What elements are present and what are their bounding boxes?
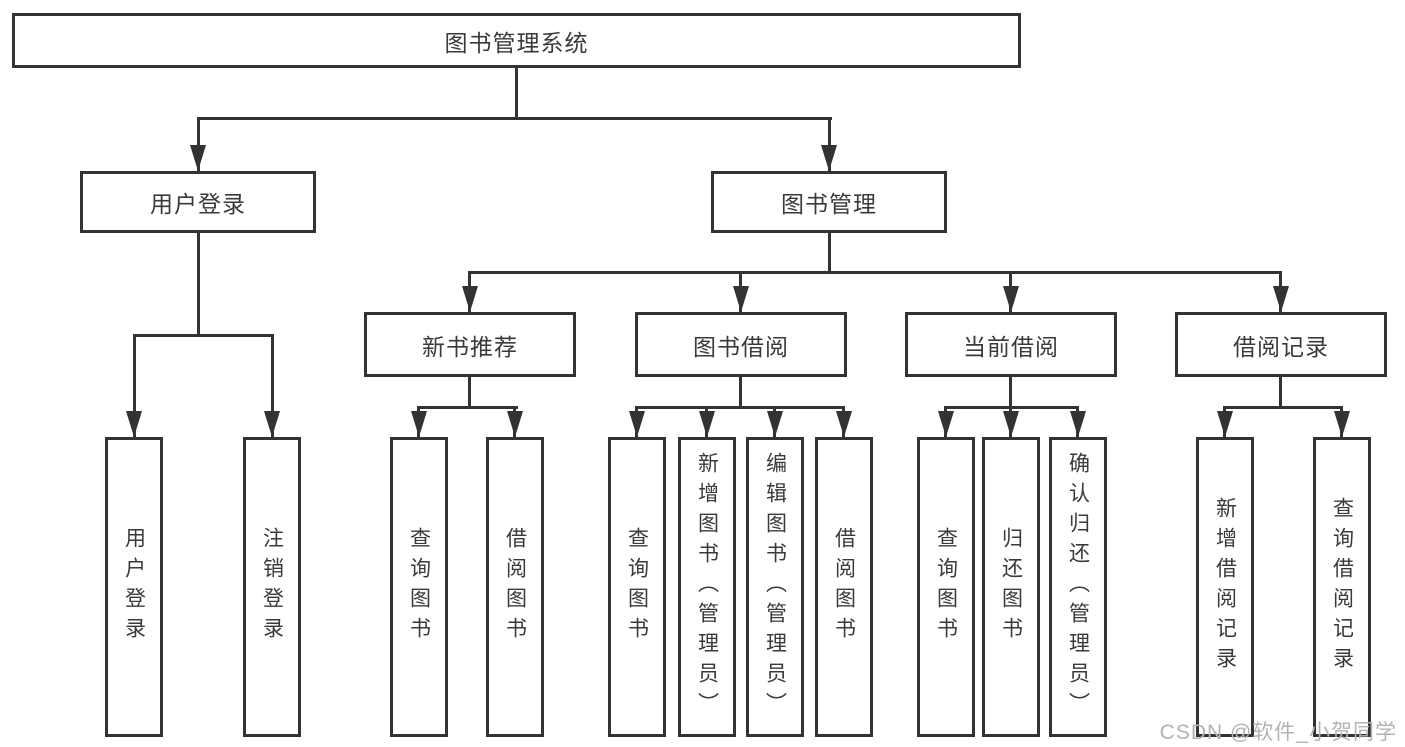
arrow-down-icon — [1217, 411, 1233, 437]
node-add-borrow-record: 新增借阅记录 — [1196, 437, 1254, 737]
connector-line — [828, 233, 831, 274]
node-new-book-recommend: 新书推荐 — [364, 312, 576, 377]
node-book-management: 图书管理 — [711, 171, 947, 233]
arrow-down-icon — [699, 411, 715, 437]
arrow-down-icon — [629, 411, 645, 437]
arrow-down-icon — [1070, 411, 1086, 437]
leaf-label: 借阅图书 — [832, 527, 856, 647]
connector-line — [828, 117, 831, 171]
connector-line — [635, 406, 845, 409]
connector-line — [1009, 377, 1012, 409]
connector-line — [133, 334, 274, 337]
node-query-books-newrec: 查询图书 — [390, 437, 448, 737]
node-borrow-records: 借阅记录 — [1175, 312, 1387, 377]
arrow-down-icon — [190, 145, 206, 171]
node-add-books-admin: 新增图书（管理员） — [678, 437, 736, 737]
connector-line — [1223, 406, 1343, 409]
leaf-label: 新增借阅记录 — [1213, 497, 1237, 677]
node-book-borrowing: 图书借阅 — [635, 312, 847, 377]
node-borrow-books-newrec: 借阅图书 — [486, 437, 544, 737]
leaf-label: 查询图书 — [407, 527, 431, 647]
leaf-label: 查询借阅记录 — [1330, 497, 1354, 677]
node-edit-books-admin: 编辑图书（管理员） — [746, 437, 804, 737]
connector-line — [197, 233, 200, 337]
arrow-down-icon — [264, 411, 280, 437]
connector-line — [739, 377, 742, 409]
arrow-down-icon — [1003, 286, 1019, 312]
leaf-label: 借阅图书 — [503, 527, 527, 647]
leaf-label: 注销登录 — [260, 527, 284, 647]
arrow-down-icon — [1003, 411, 1019, 437]
connector-line — [1279, 377, 1282, 409]
connector-line — [468, 271, 1282, 274]
leaf-label: 新增图书（管理员） — [695, 452, 719, 722]
arrow-down-icon — [821, 145, 837, 171]
connector-line — [468, 377, 471, 409]
node-return-books: 归还图书 — [982, 437, 1040, 737]
arrow-down-icon — [938, 411, 954, 437]
connector-line — [197, 117, 832, 120]
arrow-down-icon — [411, 411, 427, 437]
node-confirm-return-admin: 确认归还（管理员） — [1049, 437, 1107, 737]
leaf-label: 查询图书 — [934, 527, 958, 647]
arrow-down-icon — [507, 411, 523, 437]
arrow-down-icon — [1273, 286, 1289, 312]
connector-line — [417, 406, 518, 409]
arrow-down-icon — [767, 411, 783, 437]
node-user-login-leaf: 用户登录 — [105, 437, 163, 737]
connector-line — [271, 334, 274, 437]
arrow-down-icon — [462, 286, 478, 312]
leaf-label: 编辑图书（管理员） — [763, 452, 787, 722]
node-query-borrow-record: 查询借阅记录 — [1313, 437, 1371, 737]
watermark: CSDN @软件_小贺同学 — [1159, 721, 1397, 744]
arrow-down-icon — [126, 411, 142, 437]
node-current-borrowing: 当前借阅 — [905, 312, 1117, 377]
node-user-login-branch: 用户登录 — [80, 171, 316, 233]
node-query-books-current: 查询图书 — [917, 437, 975, 737]
node-root: 图书管理系统 — [12, 13, 1021, 68]
connector-line — [133, 334, 136, 437]
connector-line — [197, 117, 200, 171]
leaf-label: 查询图书 — [625, 527, 649, 647]
connector-line — [515, 67, 518, 120]
node-borrow-books-borrow: 借阅图书 — [815, 437, 873, 737]
arrow-down-icon — [836, 411, 852, 437]
arrow-down-icon — [1334, 411, 1350, 437]
node-logout-leaf: 注销登录 — [243, 437, 301, 737]
node-query-books-borrow: 查询图书 — [608, 437, 666, 737]
leaf-label: 用户登录 — [122, 527, 146, 647]
arrow-down-icon — [733, 286, 749, 312]
leaf-label: 归还图书 — [999, 527, 1023, 647]
leaf-label: 确认归还（管理员） — [1066, 452, 1090, 722]
